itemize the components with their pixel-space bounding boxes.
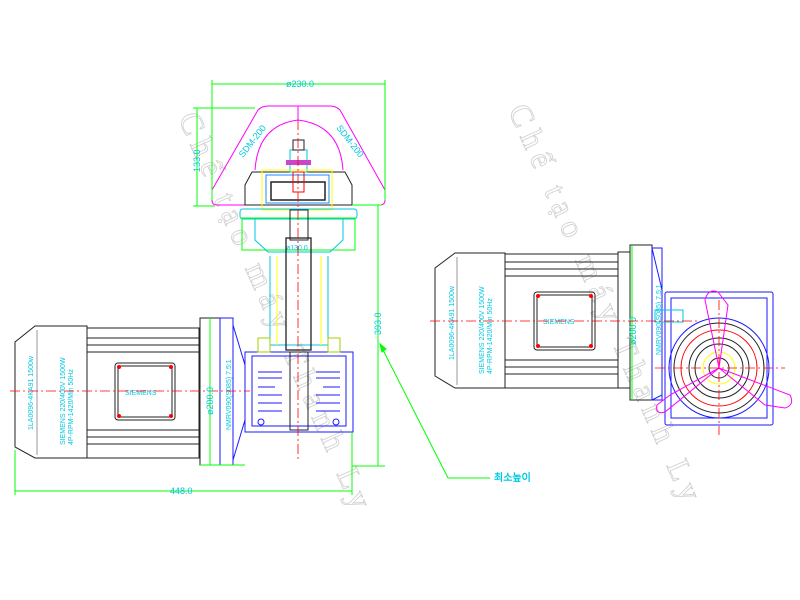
dim-column: ø130.0 [286,245,308,252]
motor-left [14,325,200,459]
terminal-brand-right: SIEMENS [543,319,575,326]
gearbox-label-left: NMRV090(S085) 7.5:1 [226,359,233,430]
right-view: SIEMENS 1LA0096-4KA91 1500w SIEMENS 220/… [430,244,793,435]
dim-top-width: ø230.0 [286,79,314,89]
gearbox-label-right: NMRV090(S085) 7.5:1 [656,284,663,355]
dimension-lines-left [14,80,386,495]
upper-flange [239,208,358,253]
dim-total-length: 448.0 [170,486,193,496]
centerlines-right [430,300,785,435]
gearbox-left [244,337,354,433]
motor-model-left: 1LA0096-4KA91 1500w [28,355,35,430]
motor-spec1-right: SIEMENS 220/400V 1500W [479,286,486,374]
terminal-screws-left [117,365,173,418]
min-height-leader [379,342,490,479]
terminal-brand-left: SIEMENS [125,390,157,397]
motor-spec2-right: 4P-RPM-1420/Min 50Hz [487,298,494,374]
dim-flange-right: ø200.0 [628,317,638,345]
motor-spec1-left: SIEMENS 220/400V 1500W [60,357,67,445]
min-height-note: 최소높이 [494,471,531,484]
left-view: SDM-200 SDM-200 ø130.0 [10,79,386,496]
watermark-right: Chế tạo máy Thanh Ly [502,98,710,505]
watermark-left: Chế tạo máy Thanh Ly [172,106,380,513]
terminal-screws-right [536,294,593,348]
top-housing [244,139,353,211]
column [269,237,329,351]
dim-guard-height: 133.0 [192,149,202,172]
motor-spec2-left: 4P-RPM-1420/Min 50Hz [68,369,75,445]
dim-flange-left: ø200.0 [205,387,215,415]
motor-model-right: 1LA0096-4KA91 1500w [449,285,456,360]
handwheel-right [656,290,793,414]
dim-total-height: 393.0 [373,312,383,335]
